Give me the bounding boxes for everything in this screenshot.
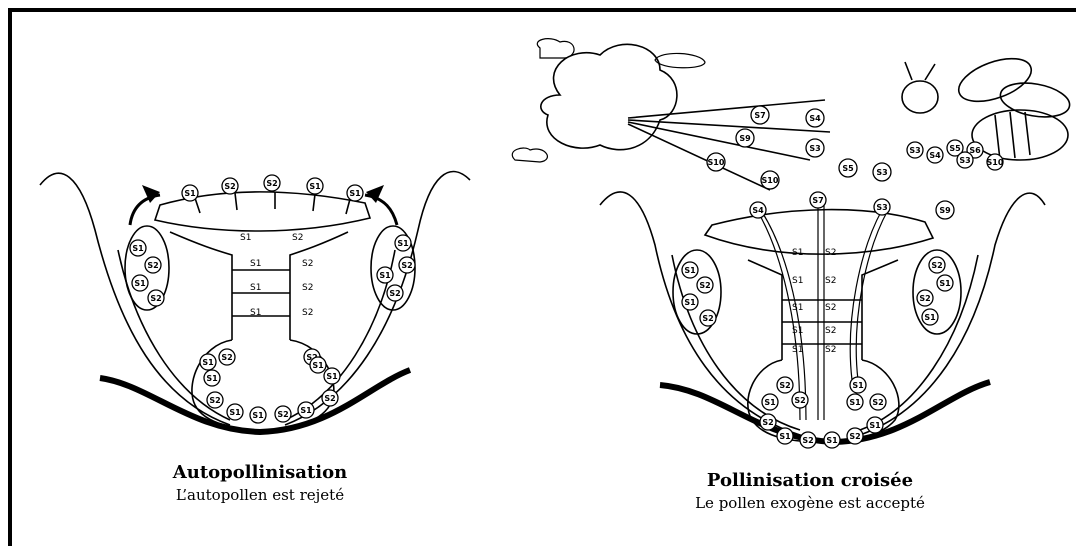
- right-anther-pollen: S1: [924, 313, 936, 322]
- right-style-label: S1: [792, 276, 803, 286]
- right-stigma-pollen: S7: [812, 196, 823, 205]
- left-style-label: S2: [302, 259, 313, 269]
- wind-pollen: S5: [842, 164, 854, 173]
- left-anther-pollen: S2: [147, 261, 158, 270]
- right-caption: Pollinisation croisée Le pollen exogène …: [680, 470, 940, 512]
- left-style-label: S1: [250, 283, 261, 293]
- wind-pollen: S9: [939, 206, 951, 215]
- right-style-label: S1: [792, 326, 803, 336]
- right-anther-pollen: S2: [919, 294, 930, 303]
- right-receptacle: [660, 382, 990, 442]
- left-anther-pollen: S1: [134, 279, 146, 288]
- bee-head: [902, 81, 938, 113]
- left-anther-pollen: S2: [401, 261, 412, 270]
- bee-pollen: S3: [909, 146, 920, 155]
- left-ovule: S1: [300, 406, 312, 415]
- left-title: Autopollinisation: [160, 462, 360, 483]
- wind-pollen: S3: [809, 144, 820, 153]
- right-anther-pollen: S1: [684, 298, 696, 307]
- left-flower: [40, 172, 470, 432]
- right-style: [748, 260, 898, 360]
- left-anther-pollen: S1: [132, 244, 144, 253]
- right-ovule: S1: [849, 398, 861, 407]
- bee-pollen: S10: [987, 158, 1004, 167]
- left-stigma-pollen: S1: [309, 182, 321, 191]
- wind-pollen: S10: [762, 176, 779, 185]
- wind-pollen: S7: [754, 111, 765, 120]
- left-caption: Autopollinisation L’autopollen est rejet…: [160, 462, 360, 504]
- left-ovule: S2: [277, 410, 288, 419]
- right-ovule: S1: [852, 381, 864, 390]
- wind-rays: [628, 100, 830, 190]
- left-ovule: S1: [326, 372, 338, 381]
- right-style-label: S1: [792, 248, 803, 258]
- right-style-label: S2: [825, 326, 836, 336]
- right-ovule: S2: [779, 381, 790, 390]
- left-style-label: S1: [250, 308, 261, 318]
- right-anther-pollen: S1: [939, 279, 951, 288]
- right-ovule: S2: [794, 396, 805, 405]
- right-anther-pollen: S2: [702, 314, 713, 323]
- bee-body: [972, 110, 1068, 160]
- left-style-label: S1: [250, 259, 261, 269]
- right-style-label: S2: [825, 248, 836, 258]
- wind-pollen: S3: [876, 168, 887, 177]
- wind-pollen: S10: [708, 158, 725, 167]
- left-ovule: S2: [209, 396, 220, 405]
- right-style-label: S2: [825, 276, 836, 286]
- left-ovule: S2: [324, 394, 335, 403]
- left-subtitle: L’autopollen est rejeté: [160, 486, 360, 504]
- left-style-label: S2: [302, 283, 313, 293]
- right-ovule: S1: [826, 436, 838, 445]
- right-style-label: S2: [825, 303, 836, 313]
- left-style-label: S2: [302, 308, 313, 318]
- wind-pollen: S9: [739, 134, 751, 143]
- left-ovule: S1: [229, 408, 241, 417]
- left-ovule: S2: [221, 353, 232, 362]
- right-anther-pollen: S2: [699, 281, 710, 290]
- right-anther-pollen: S2: [931, 261, 942, 270]
- right-style-label: S2: [825, 345, 836, 355]
- left-ovule: S1: [252, 411, 264, 420]
- pollen-grains: S1S2S2S1S1S1S2S1S2S1S2S1S2S1S2S1S2S1S2S1…: [130, 106, 1004, 448]
- right-ovule: S2: [762, 418, 773, 427]
- right-style-label: S1: [792, 303, 803, 313]
- left-anther-pollen: S2: [150, 294, 161, 303]
- right-style-label: S1: [792, 345, 803, 355]
- bee-pollen: S3: [959, 156, 970, 165]
- right-title: Pollinisation croisée: [680, 470, 940, 491]
- right-ovule: S2: [872, 398, 883, 407]
- right-stigma-pollen: S3: [876, 203, 887, 212]
- left-stigma-pollen: S2: [266, 179, 277, 188]
- right-anther-pollen: S1: [684, 266, 696, 275]
- right-ovule: S2: [802, 436, 813, 445]
- left-ovule: S1: [206, 374, 218, 383]
- right-stigma: [705, 210, 933, 255]
- right-stigma-pollen: S4: [752, 206, 764, 215]
- left-style-label: S2: [292, 233, 303, 243]
- left-arrow-out-right: [365, 195, 397, 225]
- wind-cloud: [541, 44, 677, 149]
- bee-pollen: S4: [929, 151, 941, 160]
- left-anther-pollen: S2: [389, 289, 400, 298]
- left-stigma-pollen: S2: [224, 182, 235, 191]
- pollen-tube-3: [850, 210, 882, 380]
- left-style-label: S1: [240, 233, 251, 243]
- left-anther-pollen: S1: [379, 271, 391, 280]
- left-stigma-pollen: S1: [184, 189, 196, 198]
- wind-pollen: S4: [809, 114, 821, 123]
- right-ovule: S2: [849, 432, 860, 441]
- right-ovule: S1: [779, 432, 791, 441]
- left-anther-pollen: S1: [397, 239, 409, 248]
- right-ovule: S1: [764, 398, 776, 407]
- bee-wing: [953, 50, 1037, 110]
- bee-pollen: S5: [949, 144, 961, 153]
- left-stigma-pollen: S1: [349, 189, 361, 198]
- left-ovule: S1: [312, 361, 324, 370]
- left-ovule: S1: [202, 358, 214, 367]
- right-subtitle: Le pollen exogène est accepté: [680, 494, 940, 512]
- bee-pollen: S6: [969, 146, 981, 155]
- right-ovule: S1: [869, 421, 881, 430]
